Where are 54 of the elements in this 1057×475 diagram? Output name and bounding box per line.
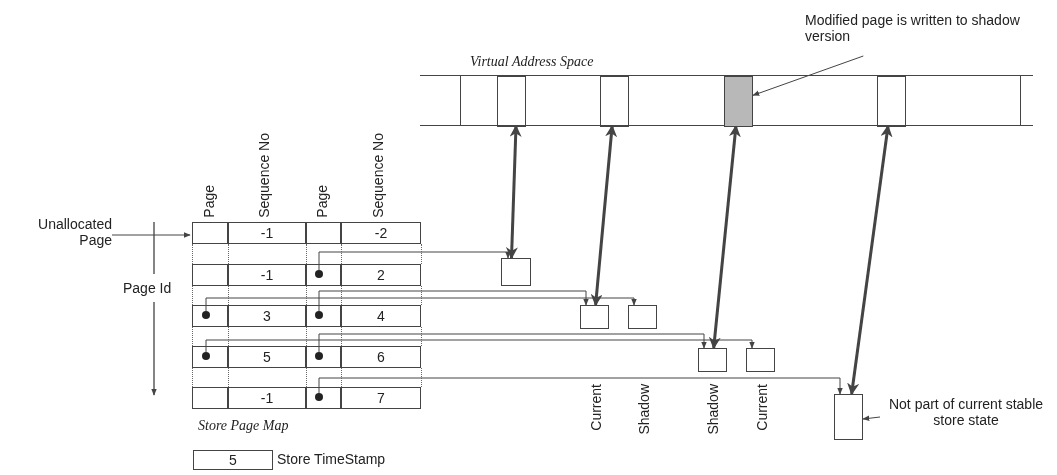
pointer-dot	[315, 311, 323, 319]
arrow	[862, 415, 881, 422]
arrow	[318, 251, 511, 271]
box-caption: Current	[754, 384, 770, 431]
page-slot	[497, 76, 526, 127]
box-caption: Store TimeStamp	[277, 451, 386, 467]
page-slot	[600, 76, 629, 127]
store-page-box	[834, 394, 863, 440]
page-slot	[724, 76, 753, 127]
arrow	[318, 290, 589, 312]
note-text: Modified page is written to shadow version	[805, 12, 1045, 56]
column-header: Sequence No	[256, 133, 272, 218]
table-cell: 6	[341, 346, 421, 368]
column-header: Sequence No	[370, 133, 386, 218]
double-arrow	[847, 124, 893, 396]
table-cell: -1	[228, 264, 306, 286]
double-arrow	[505, 124, 522, 260]
table-cell: -2	[341, 222, 421, 244]
arrow	[318, 377, 843, 395]
pointer-dot	[315, 393, 323, 401]
store-page-box	[580, 305, 609, 329]
column-header: Page	[314, 185, 330, 218]
arrow	[111, 232, 191, 238]
pointer-dot	[202, 352, 210, 360]
arrow	[752, 55, 864, 96]
arrow	[205, 339, 755, 353]
store-page-box	[501, 258, 531, 286]
table-cell: 4	[341, 305, 421, 327]
axis-label: Page Id	[123, 280, 172, 296]
arrow	[205, 297, 637, 312]
store-page-box	[698, 348, 727, 372]
table-cell: 3	[228, 305, 306, 327]
pointer-dot	[315, 270, 323, 278]
pointer-dot	[315, 352, 323, 360]
store-page-box	[746, 348, 775, 372]
table-caption: Store Page Map	[198, 418, 289, 434]
column-header: Page	[201, 185, 217, 218]
table-cell: 2	[341, 264, 421, 286]
table-cell: 7	[341, 387, 421, 409]
box-caption: Shadow	[705, 384, 721, 435]
store-page-box	[628, 305, 657, 329]
box-caption: Shadow	[636, 384, 652, 435]
timestamp-box: 5	[193, 450, 273, 470]
double-arrow	[590, 124, 618, 307]
arrow-label: Unallocated Page	[8, 216, 112, 254]
arrow	[318, 333, 707, 353]
box-caption: Current	[588, 384, 604, 431]
table-cell: 5	[228, 346, 306, 368]
pointer-dot	[202, 311, 210, 319]
note-text: Not part of current stable store state	[880, 396, 1052, 442]
band-title: Virtual Address Space	[470, 54, 594, 70]
page-slot	[877, 76, 906, 127]
table-cell: -1	[228, 222, 306, 244]
table-cell: -1	[228, 387, 306, 409]
